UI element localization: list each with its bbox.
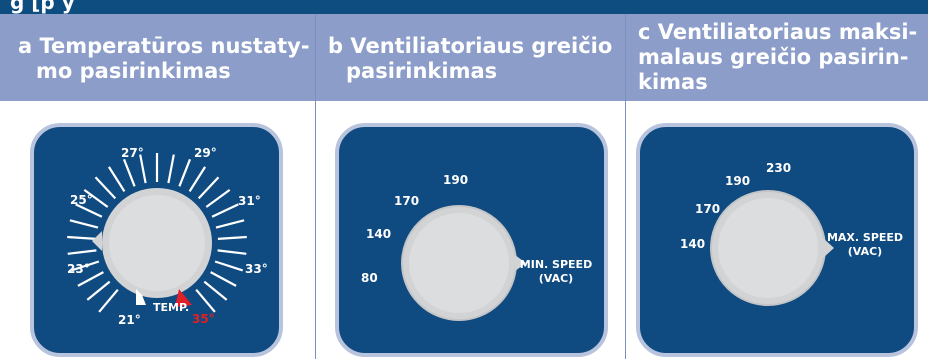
knob-pointer — [92, 231, 102, 251]
dial-tick — [217, 249, 247, 255]
heading-a-line2: mo pasirinkimas — [36, 59, 231, 83]
heading-a-line1: a Temperatūros nustaty- — [18, 34, 310, 58]
scale-190: 190 — [443, 173, 468, 187]
white-marker — [136, 289, 146, 305]
dial-tick — [197, 176, 220, 200]
max-speed-unit: (VAC) — [848, 245, 882, 258]
knob-pointer — [823, 238, 834, 258]
dial-tick — [139, 154, 147, 184]
dial-tick — [75, 203, 103, 218]
dial-tick — [178, 158, 192, 187]
scale-29: 29° — [194, 146, 217, 160]
column-heading-a: a Temperatūros nustaty- mo pasirinkimas — [0, 14, 315, 101]
heading-b-line1: b Ventiliatoriaus greičio — [328, 34, 613, 58]
scale-140: 140 — [680, 237, 705, 251]
dial-tick — [67, 249, 97, 255]
heading-c-line1: c Ventiliatoriaus maksi- — [638, 20, 918, 44]
heading-c-line2: malaus greičio pasirin- — [638, 45, 909, 69]
dial-tick — [86, 280, 111, 301]
red-marker — [175, 289, 192, 307]
dial-tick — [203, 280, 228, 301]
column-divider — [625, 14, 626, 359]
scale-170: 170 — [394, 194, 419, 208]
scale-170: 170 — [695, 202, 720, 216]
scale-21: 21° — [118, 313, 141, 327]
column-min-speed: b Ventiliatoriaus greičio pasirinkimas 1… — [316, 14, 625, 359]
dial-tick — [107, 166, 126, 192]
column-heading-b: b Ventiliatoriaus greičio pasirinkimas — [316, 14, 625, 101]
heading-b-line2: pasirinkimas — [346, 59, 498, 83]
dial-tick — [214, 260, 244, 272]
dial-tick — [205, 189, 231, 208]
min-speed-unit: (VAC) — [539, 272, 573, 285]
column-divider — [315, 14, 316, 359]
scale-33: 33° — [245, 262, 268, 276]
dial-tick — [69, 219, 99, 229]
heading-c-line3: kimas — [638, 70, 708, 94]
min-speed-dial: 190 170 140 80 MIN. SPEED (VAC) — [361, 173, 592, 321]
max-speed-dial-panel: 230 190 170 140 MAX. SPEED (VAC) — [636, 123, 918, 357]
max-speed-label: MAX. SPEED — [827, 231, 903, 244]
scale-25: 25° — [70, 193, 93, 207]
dial-tick — [67, 235, 97, 240]
scale-190: 190 — [725, 174, 750, 188]
scale-35: 35° — [192, 312, 215, 326]
dial-tick — [211, 203, 239, 218]
dial-tick — [94, 176, 117, 200]
column-temperature: a Temperatūros nustaty- mo pasirinkimas … — [0, 14, 315, 359]
figure-title-bar: g [p y — [0, 0, 928, 14]
temp-label: TEMP. — [153, 301, 189, 314]
dial-tick — [215, 219, 245, 229]
dial-tick — [167, 154, 175, 184]
scale-27: 27° — [121, 146, 144, 160]
dial-tick — [217, 235, 247, 240]
dial-tick — [210, 271, 237, 287]
dial-tick — [188, 166, 207, 192]
temperature-dial-panel: 27° 29° 25° 31° 23° 33° 21° 35° TEMP. — [30, 123, 283, 357]
dial-tick — [122, 158, 136, 187]
dial-tick — [70, 260, 100, 272]
scale-23: 23° — [67, 262, 90, 276]
min-speed-label: MIN. SPEED — [520, 258, 592, 271]
dial-tick — [83, 189, 109, 208]
dial-tick — [77, 271, 104, 287]
column-heading-c: c Ventiliatoriaus maksi- malaus greičio … — [626, 14, 928, 101]
dial-tick — [195, 288, 216, 313]
scale-80: 80 — [361, 271, 378, 285]
scale-230: 230 — [766, 161, 791, 175]
scale-31: 31° — [238, 194, 261, 208]
column-max-speed: c Ventiliatoriaus maksi- malaus greičio … — [626, 14, 928, 359]
max-speed-dial: 230 190 170 140 MAX. SPEED (VAC) — [680, 161, 903, 306]
scale-140: 140 — [366, 227, 391, 241]
figure-title: g [p y — [10, 0, 75, 14]
dial-tick — [98, 288, 119, 313]
knob-pointer — [515, 255, 526, 271]
temperature-dial: 27° 29° 25° 31° 23° 33° 21° 35° TEMP. — [67, 146, 268, 327]
min-speed-dial-panel: 190 170 140 80 MIN. SPEED (VAC) — [335, 123, 608, 357]
